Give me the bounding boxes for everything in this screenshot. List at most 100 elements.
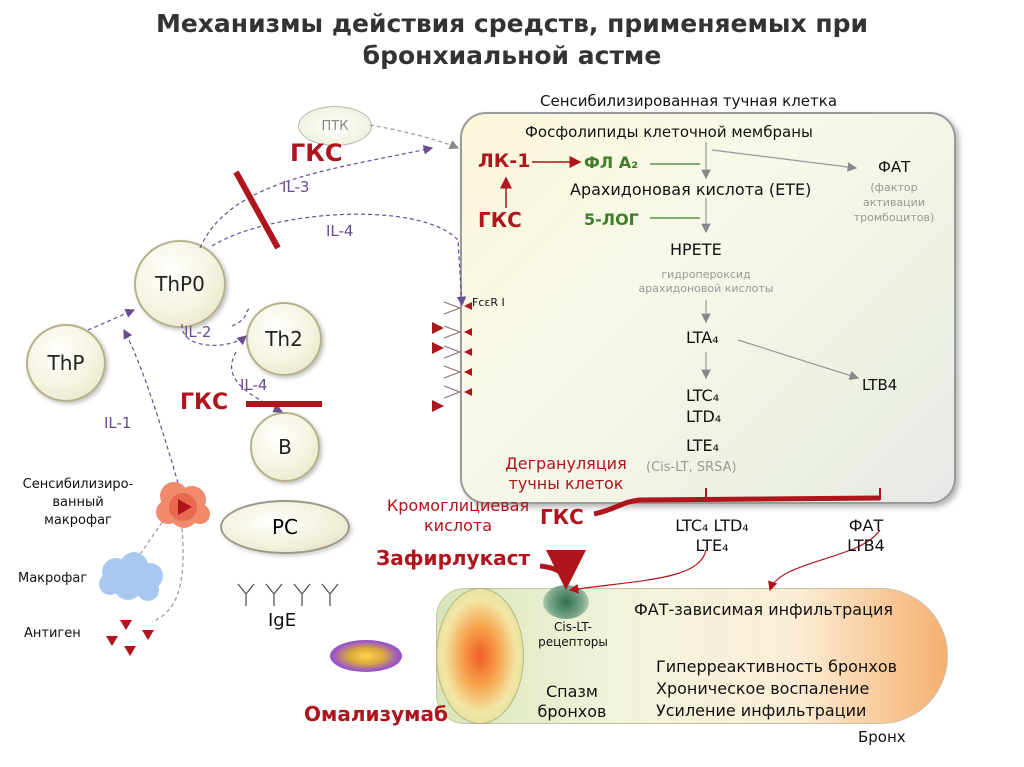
thp-label: ThP	[47, 351, 85, 375]
ige-molecules	[237, 583, 339, 606]
il4-low-label: IL-4	[240, 376, 268, 394]
ige-label: IgE	[268, 610, 297, 631]
receptors-line-1: Cis-LT-	[554, 620, 592, 634]
cromoglicic-line-1: Кромоглициевая	[386, 496, 530, 515]
pc-label: PC	[271, 515, 299, 539]
degranulation-line-2: тучны клеток	[508, 474, 624, 493]
released-left-1: LTC₄ LTD₄	[675, 516, 749, 535]
thp-cell: ThP	[26, 324, 106, 402]
gks-b-label: ГКС	[180, 390, 229, 415]
ige-antigen-triangles	[432, 302, 472, 412]
ptk-label: ПТК	[321, 118, 349, 134]
fat-desc-1: (фактор	[870, 181, 918, 194]
lk1-label: ЛК-1	[478, 150, 531, 172]
il2-arrow	[181, 323, 247, 346]
ptk-arrow	[369, 124, 460, 149]
sensitized-macrophage-label: Сенсибилизиро- ванный макрофаг	[8, 476, 148, 530]
thp0-label: ThP0	[155, 272, 205, 296]
released-leukotrienes: LTC₄ LTD₄ LTE₄	[660, 516, 764, 556]
gks-bottom-label: ГКС	[540, 505, 584, 529]
sens-macro-line-1: Сенсибилизиро-	[22, 477, 134, 492]
page-title: Механизмы действия средств, применяемых …	[0, 8, 1024, 72]
lta4-label: LTA₄	[686, 328, 719, 347]
ltb4-label: LTB4	[862, 376, 898, 394]
hpete-desc-1: гидропероксид	[661, 268, 751, 281]
hpete-desc-2: арахидоновой кислоты	[638, 282, 774, 295]
bronchospasm-label: Спазм бронхов	[526, 682, 618, 722]
arachidonic-label: Арахидоновая кислота (ЕТЕ)	[570, 180, 812, 199]
il2-label: IL-2	[184, 323, 212, 341]
macrophage-blob	[99, 552, 163, 601]
gks-bar-bottom	[593, 495, 881, 517]
fat-label: ФАТ	[878, 158, 911, 176]
fat-to-bronchus-arrow	[768, 529, 881, 592]
membrane-label: Фосфолипиды клеточной мембраны	[525, 123, 813, 141]
degranulation-label: Дегрануляция тучны клеток	[496, 454, 636, 494]
sens-macro-line-2: ванный	[52, 495, 104, 510]
fceri-receptors	[443, 301, 461, 399]
il4-low-arrow	[230, 351, 284, 413]
il1-arrow	[123, 328, 181, 491]
sensitized-macrophage	[156, 482, 210, 528]
fat-desc-2: активации	[863, 196, 925, 209]
antigen-label: Антиген	[24, 626, 81, 641]
released-fat-ltb4: ФАТ LTB4	[836, 516, 896, 556]
lox5-label: 5-ЛОГ	[584, 210, 639, 229]
lta4-to-ltb4	[737, 339, 860, 381]
ltd4-label: LTD₄	[686, 407, 722, 426]
to-fat-arrow	[711, 149, 858, 172]
effect-hyperreactivity: Гиперреактивность бронхов	[656, 657, 898, 676]
il4-top-label: IL-4	[326, 222, 354, 240]
fceri-label: FcεR I	[472, 296, 505, 309]
title-line-1: Механизмы действия средств, применяемых …	[155, 9, 869, 38]
fat-desc-3: тромбоцитов)	[853, 211, 935, 224]
ltc4-label: LTC₄	[686, 386, 720, 405]
il2-loop	[231, 307, 251, 327]
spasm-line-2: бронхов	[537, 702, 607, 721]
effect-chronic-inflammation: Хроническое воспаление	[656, 679, 870, 698]
hpete-description: гидропероксид арахидоновой кислоты	[608, 268, 804, 296]
il1-label: IL-1	[104, 414, 132, 432]
mast-cell-label: Сенсибилизированная тучная клетка	[540, 92, 838, 110]
macrophage-label: Макрофаг	[18, 571, 88, 586]
spasm-line-1: Спазм	[545, 682, 598, 701]
cromoglicic-line-2: кислота	[424, 516, 492, 535]
released-left-2: LTE₄	[695, 536, 729, 555]
released-right-1: ФАТ	[848, 516, 884, 535]
il3-label: IL-3	[282, 178, 310, 196]
bronchus-lumen	[436, 588, 524, 724]
gks-bar-top	[233, 170, 281, 250]
released-right-2: LTB4	[847, 536, 885, 555]
il3-arrow	[199, 145, 434, 249]
thp0-cell: ThP0	[134, 240, 226, 328]
effect-infiltration: Усиление инфильтрации	[656, 701, 867, 720]
zafirlukast-label: Зафирлукаст	[376, 546, 531, 570]
cis-lt-receptor	[543, 585, 589, 619]
degranulation-line-1: Дегрануляция	[505, 454, 627, 473]
b-label: B	[278, 435, 292, 459]
sens-macro-line-3: макрофаг	[44, 513, 112, 528]
b-cell: B	[250, 412, 320, 482]
bronchus-label: Бронх	[858, 728, 906, 746]
receptors-line-2: рецепторы	[538, 635, 608, 649]
gks-inner-label: ГКС	[478, 208, 522, 232]
fat-infiltration-label: ФАТ-зависимая инфильтрация	[634, 600, 893, 619]
il4-top-arrow	[211, 213, 467, 307]
thp-to-thp0-arrow	[87, 308, 136, 331]
cis-lt-receptors-label: Cis-LT- рецепторы	[534, 620, 612, 650]
zafir-arrow	[539, 549, 586, 590]
hpete-label: HPETE	[670, 240, 722, 259]
th2-cell: Th2	[246, 302, 322, 376]
gks-top-label: ГКС	[290, 139, 343, 167]
antigen-macro-line	[151, 527, 184, 623]
fla2-label: ФЛ А₂	[584, 153, 639, 172]
bronchus-effects: Гиперреактивность бронхов Хроническое во…	[656, 656, 897, 722]
th2-label: Th2	[265, 327, 303, 351]
omalizumab-label: Омализумаб	[304, 702, 448, 726]
pc-cell: PC	[220, 500, 350, 554]
bronchus	[436, 588, 948, 724]
title-line-2: бронхиальной астме	[362, 41, 662, 70]
lte4-label: LTE₄	[686, 436, 720, 455]
lt-to-receptor-arrow	[568, 549, 707, 594]
omalizumab-molecule	[330, 640, 402, 672]
